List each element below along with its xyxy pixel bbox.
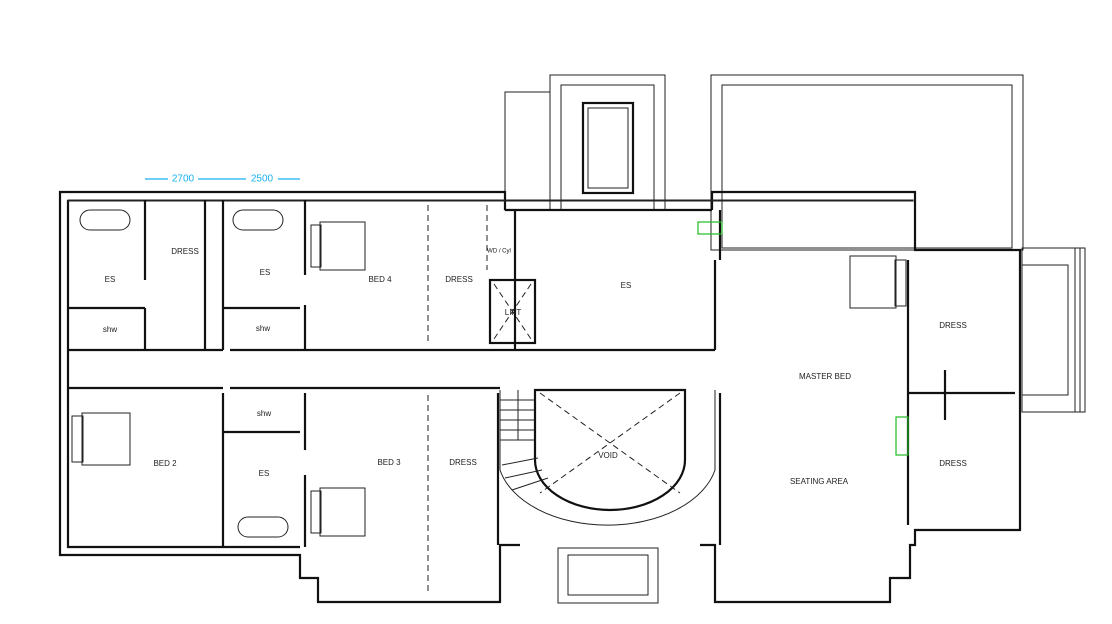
dimension-2500: 2500: [251, 174, 274, 185]
stair-void: [499, 388, 716, 604]
dimension-2700: 2700: [172, 174, 195, 185]
room-label-dress: DRESS: [171, 247, 199, 256]
room-label-dress: DRESS: [939, 459, 967, 468]
room-label-shw: shw: [103, 325, 117, 334]
room-label-shw: shw: [256, 324, 270, 333]
highlight-marker: [697, 221, 723, 235]
room-label-wd-cyl: WD / Cyl: [487, 249, 511, 255]
room-label-void: VOID: [598, 451, 618, 460]
room-label-master-bed: MASTER BED: [799, 372, 851, 381]
room-label-seating-area: SEATING AREA: [790, 477, 849, 486]
room-label-lift: LIFT: [505, 308, 522, 317]
room-label-dress: DRESS: [445, 275, 473, 284]
highlight-marker: [895, 416, 909, 456]
room-label-bed2: BED 2: [153, 459, 177, 468]
room-label-bed3: BED 3: [377, 458, 401, 467]
room-label-dress: DRESS: [449, 458, 477, 467]
room-label-es: ES: [259, 469, 270, 478]
roof-terrace: [504, 74, 1024, 251]
room-label-es: ES: [105, 275, 116, 284]
room-label-dress: DRESS: [939, 321, 967, 330]
external-stairs: [1021, 247, 1086, 413]
room-label-bed4: BED 4: [368, 275, 392, 284]
interior-walls: [68, 200, 1015, 595]
lift-shaft: [488, 278, 537, 345]
room-label-es: ES: [260, 268, 271, 277]
room-label-es-master: ES: [621, 281, 632, 290]
furniture: [71, 209, 907, 538]
room-label-shw: shw: [257, 409, 271, 418]
